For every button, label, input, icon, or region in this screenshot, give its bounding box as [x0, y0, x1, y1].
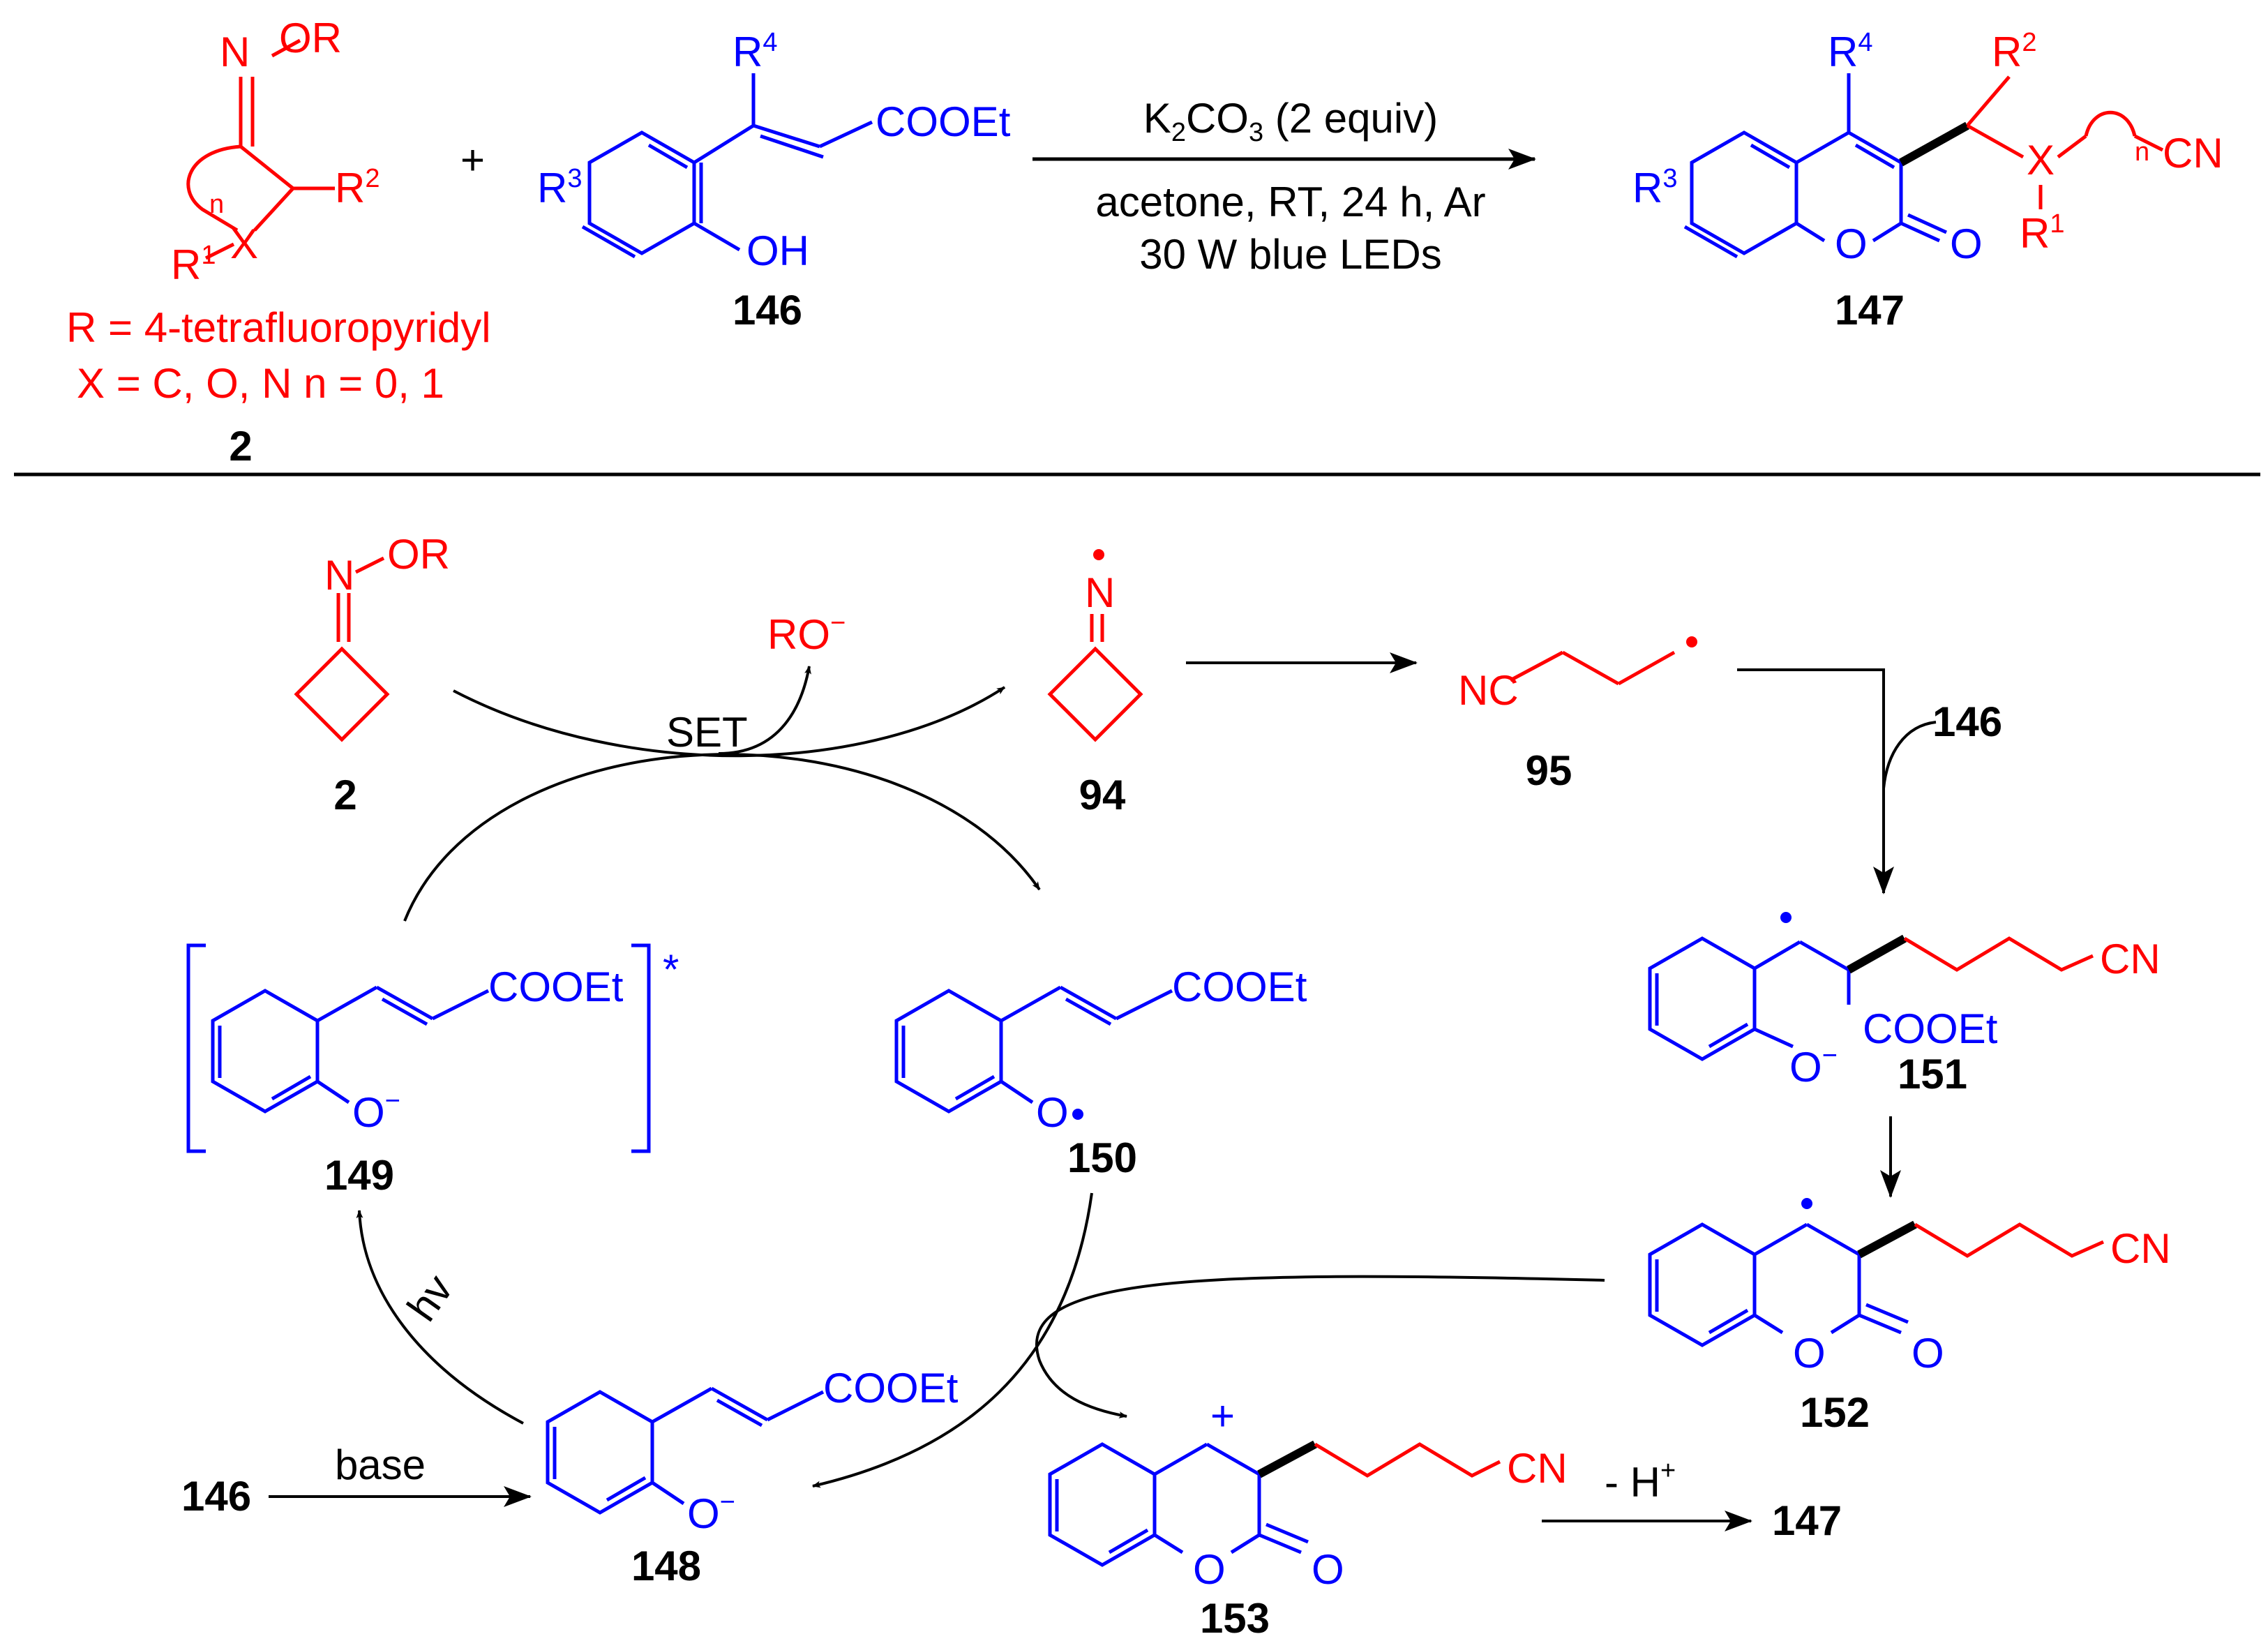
ro-release-arrow — [718, 666, 811, 755]
reduction-arc — [812, 1192, 1093, 1488]
product-new-bond — [1899, 121, 1969, 167]
mech-oxime-2 — [294, 556, 390, 742]
150-ester-label: COOEt — [1172, 964, 1307, 1010]
mech-start-146-label: 146 — [181, 1473, 251, 1520]
mech-compound-152 — [1648, 1222, 1909, 1347]
mech-compound-152-label: 152 — [1800, 1389, 1870, 1436]
mech-oxime-or-label: OR — [387, 531, 450, 578]
153-carbonyl-o-label: O — [1312, 1546, 1344, 1593]
153-ring-o-label: O — [1193, 1546, 1226, 1593]
148-o-label: O− — [687, 1488, 735, 1537]
ro-minus-label: RO− — [767, 608, 846, 658]
product-cn-label: CN — [2163, 130, 2223, 177]
152-new-bond — [1857, 1220, 1917, 1259]
151-radical-dot — [1780, 912, 1792, 923]
mech-alkyl-nc-label: NC — [1458, 667, 1519, 714]
mech-end-147-label: 147 — [1772, 1497, 1842, 1544]
substrate-r4-label: R4 — [733, 28, 777, 75]
product-carbonyl-o-label: O — [1950, 220, 1983, 267]
mech-compound-153-label: 153 — [1200, 1595, 1270, 1641]
149-ester-label: COOEt — [488, 964, 624, 1010]
mech-compound-94-label: 94 — [1079, 772, 1126, 818]
compound-147-label: 147 — [1835, 287, 1905, 334]
electron-transfer-arc — [1035, 1275, 1605, 1418]
mech-compound-151 — [1648, 936, 1851, 1061]
153-cn-label: CN — [1507, 1445, 1568, 1492]
mech-oxime-n-label: N — [324, 552, 354, 599]
substrate-ester-label: COOEt — [876, 98, 1011, 145]
condition-base-reagent: K2CO3 (2 equiv) — [1143, 95, 1438, 147]
minus-h-label: - H+ — [1605, 1456, 1676, 1506]
substrate-oh-label: OH — [746, 227, 809, 274]
product-x-label: X — [2027, 137, 2055, 183]
mech-iminyl-n-label: N — [1085, 569, 1115, 616]
iminyl-radical-dot — [1093, 549, 1104, 560]
note-x-n-definition: X = C, O, N n = 0, 1 — [77, 360, 444, 407]
150-o-label: O — [1036, 1089, 1069, 1136]
compound-146-label: 146 — [733, 287, 802, 334]
condition-solvent: acetone, RT, 24 h, Ar — [1095, 179, 1485, 225]
mech-compound-148-label: 148 — [631, 1543, 701, 1589]
149-excited-star: * — [663, 946, 679, 993]
152-nitrile-chain — [1914, 1222, 2105, 1258]
radical-addition-arrow — [1737, 668, 1894, 894]
151-ester-label: COOEt — [1863, 1005, 1998, 1052]
oxime-n-subscript: n — [209, 190, 224, 219]
oxime-r1-label: R1 — [171, 241, 216, 288]
oxime-r2-label: R2 — [335, 164, 380, 211]
mech-compound-95-label: 95 — [1526, 747, 1572, 794]
condition-light: 30 W blue LEDs — [1139, 231, 1442, 278]
substrate-r3-label: R3 — [537, 164, 582, 211]
set-arc-bottom — [403, 753, 1041, 922]
151-new-bond — [1847, 934, 1907, 974]
148-ester-label: COOEt — [823, 1365, 959, 1411]
mech-iminyl-94 — [1047, 614, 1143, 742]
base-label: base — [335, 1441, 426, 1488]
alkyl-radical-dot — [1686, 636, 1697, 647]
product-r1-label: R1 — [2020, 209, 2064, 257]
152-radical-dot — [1801, 1198, 1812, 1209]
product-r3-label: R3 — [1632, 164, 1677, 211]
set-label: SET — [666, 709, 748, 756]
product-n-subscript: n — [2135, 137, 2149, 167]
compound-2-label: 2 — [229, 423, 252, 470]
152-carbonyl-o-label: O — [1912, 1330, 1944, 1377]
mech-compound-150-label: 150 — [1067, 1134, 1137, 1181]
reagent-146-feed-curve — [1882, 721, 1937, 789]
mech-reagent-146-label: 146 — [1932, 698, 2002, 745]
151-cn-label: CN — [2100, 936, 2161, 982]
reactant-oxime-2 — [186, 38, 335, 260]
product-147 — [1683, 73, 1948, 259]
152-ring-o-label: O — [1793, 1330, 1826, 1377]
mech-compound-149-label: 149 — [324, 1152, 394, 1199]
oxime-or-label: OR — [279, 15, 342, 61]
mech-compound-148 — [546, 1386, 825, 1515]
oxime-x-label: X — [230, 220, 258, 267]
153-new-bond — [1257, 1440, 1317, 1478]
product-r4-label: R4 — [1828, 28, 1872, 75]
oxime-n-label: N — [220, 29, 250, 75]
product-ring-o-label: O — [1835, 220, 1868, 267]
151-o-label: O− — [1789, 1041, 1838, 1091]
mech-compound-2-label: 2 — [333, 772, 356, 818]
plus-sign: + — [460, 137, 485, 183]
mech-alkyl-95 — [1509, 650, 1676, 686]
mech-compound-150 — [894, 985, 1173, 1114]
152-cn-label: CN — [2110, 1225, 2171, 1272]
hv-label: hv — [398, 1266, 462, 1329]
150-radical-dot — [1072, 1109, 1083, 1120]
153-cation-plus: + — [1210, 1393, 1235, 1439]
substrate-146 — [581, 73, 873, 259]
151-nitrile-chain — [1903, 936, 2094, 972]
mech-compound-149 — [186, 943, 651, 1153]
153-nitrile-chain — [1314, 1442, 1501, 1478]
note-r-definition: R = 4-tetrafluoropyridyl — [66, 304, 491, 351]
product-r2-label: R2 — [1992, 28, 2036, 75]
mech-compound-153 — [1048, 1442, 1309, 1567]
149-o-label: O− — [352, 1086, 400, 1136]
photoexcitation-arc — [356, 1210, 524, 1425]
product-sidechain — [1966, 75, 2164, 209]
mech-compound-151-label: 151 — [1898, 1051, 1967, 1097]
